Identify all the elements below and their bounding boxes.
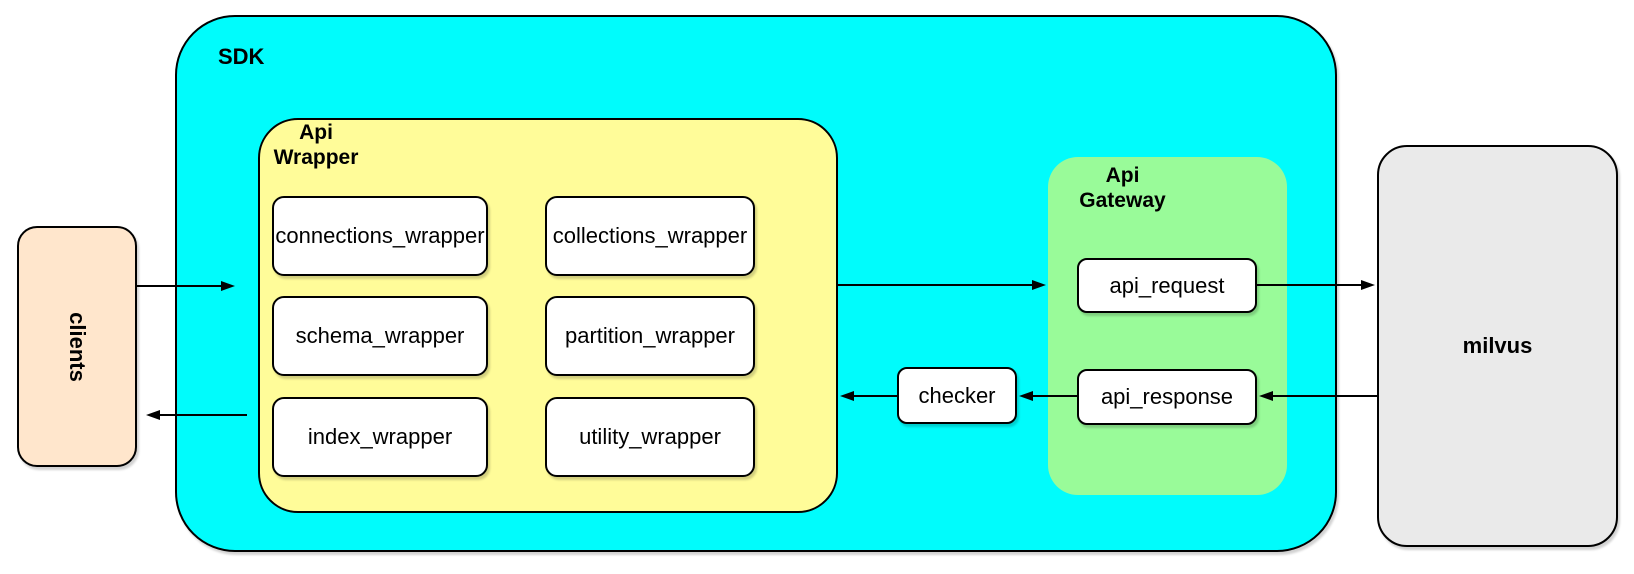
node-api-gateway xyxy=(1048,157,1287,495)
node-api-request: api_request xyxy=(1077,258,1257,313)
node-api-response: api_response xyxy=(1077,369,1257,425)
node-utility-wrapper-label: utility_wrapper xyxy=(579,424,721,449)
node-api-response-label: api_response xyxy=(1100,384,1234,409)
node-index-wrapper-label: index_wrapper xyxy=(307,424,453,449)
node-connections-wrapper: connections_wrapper xyxy=(272,196,488,276)
node-utility-wrapper: utility_wrapper xyxy=(545,397,755,477)
node-collections-wrapper: collections_wrapper xyxy=(545,196,755,276)
node-schema-wrapper-label: schema_wrapper xyxy=(295,323,465,348)
node-api-gateway-label: Api Gateway xyxy=(1079,164,1166,212)
node-checker: checker xyxy=(897,367,1017,424)
node-collections-wrapper-label: collections_wrapper xyxy=(552,223,748,248)
node-api-request-label: api_request xyxy=(1109,272,1225,298)
node-partition-wrapper: partition_wrapper xyxy=(545,296,755,376)
node-milvus-label: milvus xyxy=(1462,333,1533,358)
node-milvus: milvus xyxy=(1377,145,1618,547)
node-schema-wrapper: schema_wrapper xyxy=(272,296,488,376)
node-sdk-label: SDK xyxy=(218,44,265,69)
node-connections-wrapper-label: connections_wrapper xyxy=(275,223,485,248)
node-api-wrapper-label: Api Wrapper xyxy=(273,121,359,169)
node-clients: clients xyxy=(17,226,137,467)
node-partition-wrapper-label: partition_wrapper xyxy=(565,323,735,348)
node-checker-label: checker xyxy=(918,382,996,408)
node-index-wrapper: index_wrapper xyxy=(272,397,488,477)
node-clients-label: clients xyxy=(65,311,90,382)
